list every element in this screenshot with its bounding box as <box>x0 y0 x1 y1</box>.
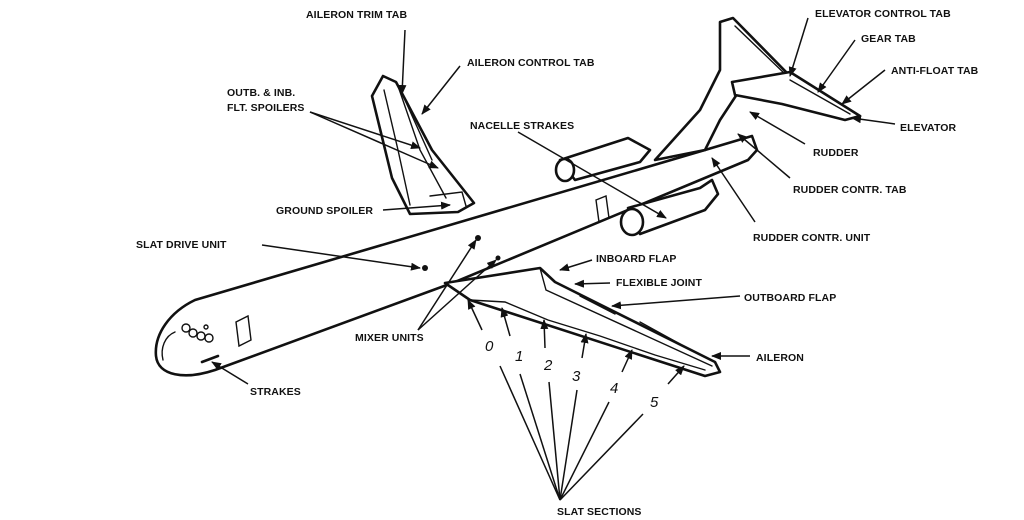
label-flt-spoilers-line1: OUTB. & INB. <box>227 87 295 99</box>
label-aileron-trim-tab: AILERON TRIM TAB <box>306 9 407 21</box>
callout-labels: AILERON TRIM TAB AILERON CONTROL TAB OUT… <box>136 8 979 518</box>
label-nacelle-strakes: NACELLE STRAKES <box>470 120 574 132</box>
label-gear-tab: GEAR TAB <box>861 33 916 45</box>
label-rudder: RUDDER <box>813 147 859 159</box>
label-flexible-joint: FLEXIBLE JOINT <box>616 277 702 289</box>
label-aileron-control-tab: AILERON CONTROL TAB <box>467 57 595 69</box>
label-strakes: STRAKES <box>250 386 301 398</box>
leader-lines <box>211 17 896 501</box>
label-elevator: ELEVATOR <box>900 122 957 134</box>
label-slat-sections: SLAT SECTIONS <box>557 506 642 518</box>
slat-number-4: 4 <box>610 380 618 397</box>
slat-drive-unit-part <box>422 265 428 271</box>
label-elevator-control-tab: ELEVATOR CONTROL TAB <box>815 8 951 20</box>
slat-number-3: 3 <box>572 368 581 385</box>
label-ground-spoiler: GROUND SPOILER <box>276 205 373 217</box>
aft-door <box>595 195 610 223</box>
left-wing <box>370 74 476 216</box>
label-aileron: AILERON <box>756 352 804 364</box>
slat-number-2: 2 <box>543 357 553 374</box>
slat-number-1: 1 <box>515 348 523 365</box>
cockpit-windows <box>181 323 214 343</box>
label-anti-float-tab: ANTI-FLOAT TAB <box>891 65 979 77</box>
engine-near <box>619 178 720 237</box>
label-flt-spoilers-line2: FLT. SPOILERS <box>227 102 305 114</box>
fuselage <box>154 134 759 377</box>
strake <box>200 354 220 364</box>
label-outboard-flap: OUTBOARD FLAP <box>744 292 836 304</box>
label-inboard-flap: INBOARD FLAP <box>596 253 677 265</box>
label-slat-drive-unit: SLAT DRIVE UNIT <box>136 239 227 251</box>
label-rudder-contr-tab: RUDDER CONTR. TAB <box>793 184 907 196</box>
slat-number-5: 5 <box>650 394 659 411</box>
forward-door <box>235 314 252 348</box>
slat-number-0: 0 <box>485 338 494 355</box>
label-mixer-units: MIXER UNITS <box>355 332 424 344</box>
tail-assembly <box>653 16 862 162</box>
mixer-unit-part <box>495 255 501 261</box>
right-wing <box>443 266 722 378</box>
aircraft-drawing <box>154 16 862 378</box>
label-rudder-contr-unit: RUDDER CONTR. UNIT <box>753 232 871 244</box>
